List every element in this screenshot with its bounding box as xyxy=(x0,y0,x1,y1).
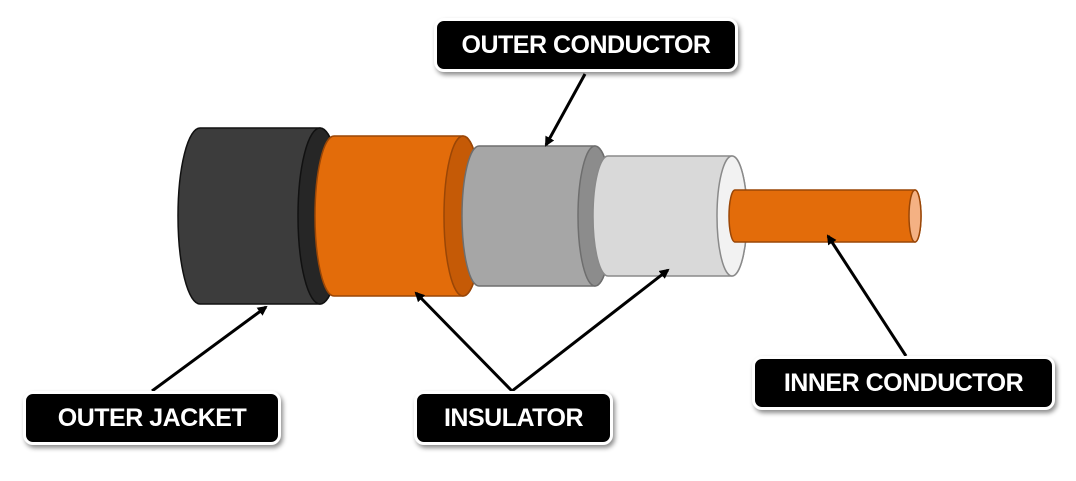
inner-conductor-label-text: INNER CONDUCTOR xyxy=(783,368,1024,397)
inner-conductor-segment xyxy=(728,189,922,243)
inner-conductor-end xyxy=(908,189,922,243)
outer-conductor-arrow xyxy=(544,73,587,147)
insulator-label: INSULATOR xyxy=(414,391,613,445)
inner-conductor-label: INNER CONDUCTOR xyxy=(752,356,1055,410)
outer-conductor-segment xyxy=(461,145,613,287)
insulator-inner-segment xyxy=(592,155,748,277)
inner-conductor-body xyxy=(728,189,922,243)
outer-conductor-label-text: OUTER CONDUCTOR xyxy=(461,30,711,59)
insulator-outer-segment xyxy=(314,135,483,297)
insulator-arrow-outer xyxy=(414,291,514,393)
outer-jacket-arrow xyxy=(151,305,268,393)
outer-jacket-label-text: OUTER JACKET xyxy=(57,403,247,432)
insulator-arrow-inner xyxy=(511,268,670,393)
insulator-label-text: INSULATOR xyxy=(443,403,584,432)
outer-jacket-label: OUTER JACKET xyxy=(23,391,281,445)
outer-conductor-label: OUTER CONDUCTOR xyxy=(434,18,738,72)
inner-conductor-arrow xyxy=(826,234,908,357)
